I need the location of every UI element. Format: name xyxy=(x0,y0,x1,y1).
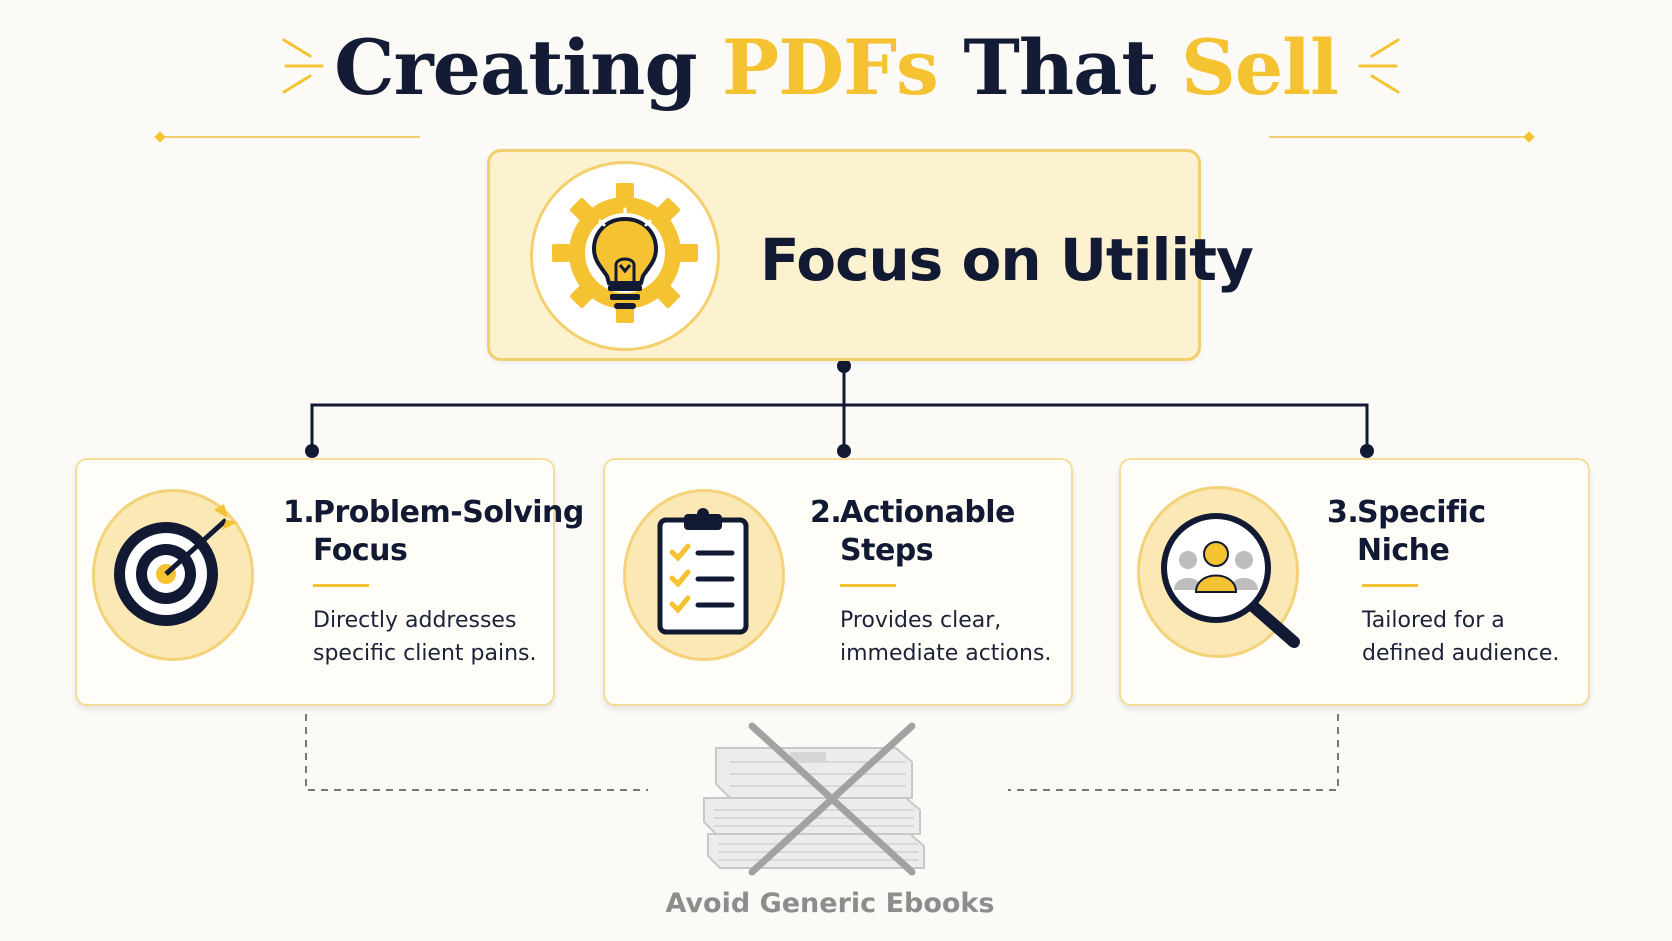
card-1-number: 1. xyxy=(283,495,315,530)
card-1-title-line-2: Focus xyxy=(313,533,408,568)
card-1-desc-line-2: specific client pains. xyxy=(313,641,537,666)
card-3-rule xyxy=(1362,584,1418,587)
card-3-number: 3. xyxy=(1327,495,1359,530)
card-3-desc-line-2: defined audience. xyxy=(1362,641,1560,666)
lightbulb-gear-icon xyxy=(552,183,698,323)
focus-title: Focus on Utility xyxy=(760,226,1254,294)
title-part-1: Creating xyxy=(334,23,723,112)
card-1-desc-line-1: Directly addresses xyxy=(313,608,517,633)
card-1-rule xyxy=(313,584,369,587)
left-divider xyxy=(154,131,420,143)
title-part-4: Sell xyxy=(1180,23,1339,112)
target-arrow-icon xyxy=(114,504,238,626)
magnifier-people-icon xyxy=(1161,513,1300,648)
title-part-3: That xyxy=(937,23,1181,112)
avoid-label: Avoid Generic Ebooks xyxy=(665,888,995,919)
title-part-2: PDFs xyxy=(722,23,939,112)
card-3-description: Tailored for a defined audience. xyxy=(1362,604,1559,670)
card-2-title-line-2: Steps xyxy=(840,533,934,568)
card-2-desc-line-2: immediate actions. xyxy=(840,641,1052,666)
card-2-rule xyxy=(840,584,896,587)
right-divider xyxy=(1269,131,1535,143)
card-2-description: Provides clear, immediate actions. xyxy=(840,604,1051,670)
card-1-title-line-1: Problem-Solving xyxy=(313,495,584,530)
page-title: Creating PDFs That Sell xyxy=(0,18,1672,118)
right-spark-icon xyxy=(1358,38,1400,94)
clipboard-checklist-icon xyxy=(657,508,749,635)
card-2-title-line-1: Actionable xyxy=(840,495,1015,530)
left-spark-icon xyxy=(282,38,324,94)
card-2-number: 2. xyxy=(810,495,842,530)
card-1-description: Directly addresses specific client pains. xyxy=(313,604,537,670)
card-3-desc-line-1: Tailored for a xyxy=(1362,608,1505,633)
card-3-title-line-1: Specific xyxy=(1357,495,1486,530)
card-2-desc-line-1: Provides clear, xyxy=(840,608,1002,633)
card-3-title-line-2: Niche xyxy=(1357,533,1450,568)
crossed-books-icon xyxy=(703,722,925,876)
